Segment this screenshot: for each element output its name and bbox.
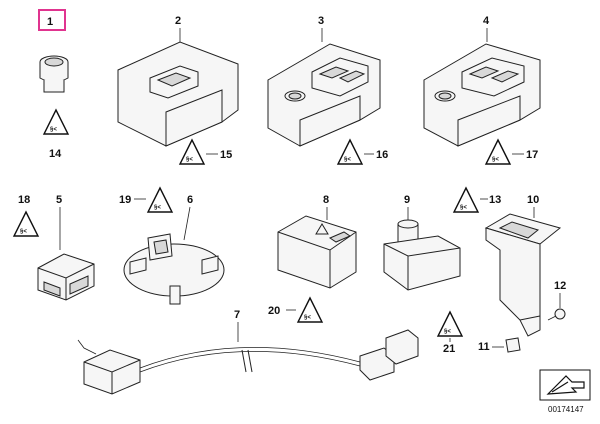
part-4-group[interactable]: 4 bbox=[423, 15, 541, 147]
part-3-drawing bbox=[267, 43, 381, 147]
part-13-label: 13 bbox=[489, 194, 501, 206]
part-19-label: 19 bbox=[119, 194, 131, 206]
part-6-group[interactable]: 6 bbox=[123, 194, 225, 305]
part-15-label: 15 bbox=[220, 149, 232, 161]
part-9-group[interactable]: 9 bbox=[383, 194, 461, 291]
svg-text:§<: §< bbox=[50, 127, 57, 133]
part-3-label: 3 bbox=[318, 15, 324, 27]
svg-text:§<: §< bbox=[492, 157, 499, 163]
part-11-label: 11 bbox=[478, 341, 490, 353]
warning-symbol-16[interactable]: §< bbox=[336, 138, 364, 165]
part-6-label: 6 bbox=[187, 194, 193, 206]
part-12-screw[interactable] bbox=[547, 308, 566, 321]
warning-symbol-17[interactable]: §< bbox=[484, 138, 512, 165]
part-10-group[interactable]: 10 bbox=[484, 194, 562, 337]
part-12-label: 12 bbox=[554, 280, 566, 292]
svg-text:§<: §< bbox=[186, 157, 193, 163]
part-4-drawing bbox=[423, 43, 541, 147]
part-11-clip[interactable] bbox=[505, 337, 521, 353]
part-8-group[interactable]: 8 bbox=[277, 194, 357, 289]
warning-symbol-21[interactable]: §< bbox=[436, 310, 464, 337]
svg-text:§<: §< bbox=[20, 229, 27, 235]
part-21-label: 21 bbox=[443, 343, 455, 355]
warning-symbol-15[interactable]: §< bbox=[178, 138, 206, 165]
part-2-drawing bbox=[117, 41, 239, 147]
part-5-drawing bbox=[37, 253, 95, 301]
drawing-number: 00174147 bbox=[548, 405, 584, 414]
part-8-drawing bbox=[277, 215, 357, 289]
part-1-highlight-box bbox=[38, 9, 66, 31]
svg-text:§<: §< bbox=[154, 205, 161, 211]
part-16-label: 16 bbox=[376, 149, 388, 161]
part-3-group[interactable]: 3 bbox=[267, 15, 381, 147]
part-2-group[interactable]: 2 bbox=[117, 15, 239, 147]
part-18-label: 18 bbox=[18, 194, 30, 206]
warning-symbol-19[interactable]: §< bbox=[146, 186, 174, 213]
svg-text:§<: §< bbox=[460, 205, 467, 211]
svg-text:§<: §< bbox=[304, 315, 311, 321]
part-2-label: 2 bbox=[175, 15, 181, 27]
part-7-label: 7 bbox=[234, 309, 240, 321]
part-7-group[interactable]: 7 bbox=[77, 309, 419, 395]
part-10-drawing bbox=[484, 213, 562, 337]
part-17-label: 17 bbox=[526, 149, 538, 161]
part-1-group[interactable]: 1 bbox=[38, 9, 69, 93]
part-20-label: 20 bbox=[268, 305, 280, 317]
part-9-drawing bbox=[383, 219, 461, 291]
direction-arrow-icon bbox=[539, 369, 591, 401]
part-8-label: 8 bbox=[323, 194, 329, 206]
warning-symbol-20[interactable]: §< bbox=[296, 296, 324, 323]
part-1-drawing bbox=[39, 55, 69, 93]
warning-symbol-13[interactable]: §< bbox=[452, 186, 480, 213]
part-9-label: 9 bbox=[404, 194, 410, 206]
part-5-label: 5 bbox=[56, 194, 62, 206]
part-5-group[interactable]: 5 bbox=[37, 194, 95, 301]
part-4-label: 4 bbox=[483, 15, 490, 27]
part-14-label: 14 bbox=[49, 148, 62, 160]
warning-symbol-14[interactable]: §< bbox=[42, 108, 70, 135]
part-10-label: 10 bbox=[527, 194, 539, 206]
part-1-label: 1 bbox=[47, 16, 53, 28]
part-7-drawing bbox=[77, 329, 419, 395]
warning-symbol-18[interactable]: §< bbox=[12, 210, 40, 237]
svg-text:§<: §< bbox=[344, 157, 351, 163]
part-6-drawing bbox=[123, 233, 225, 305]
svg-text:§<: §< bbox=[444, 329, 451, 335]
